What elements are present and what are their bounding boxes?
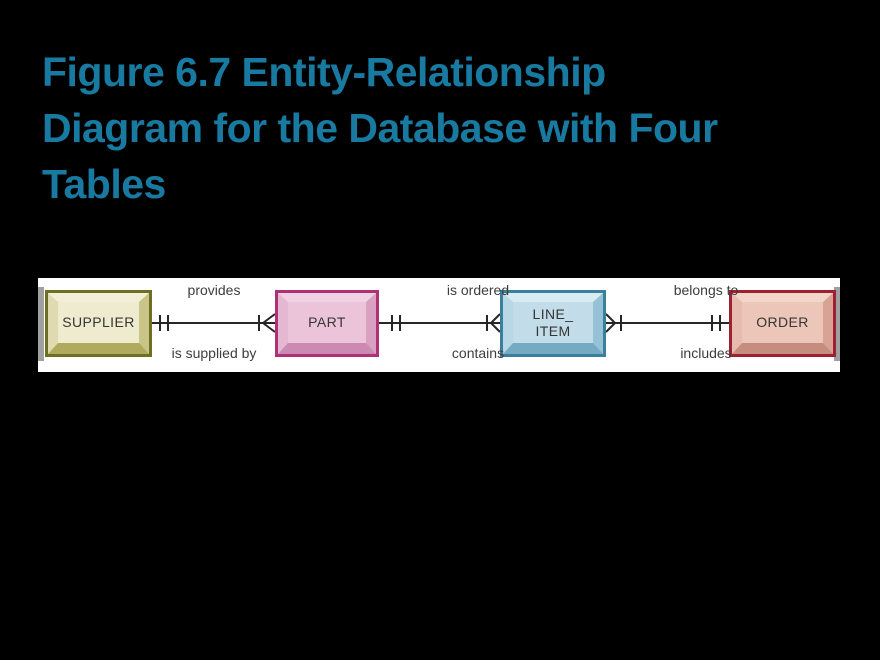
relationship-line-part-lineitem <box>379 313 501 333</box>
entity-supplier: SUPPLIER <box>45 290 152 357</box>
relationship-label-provides: provides <box>187 282 241 298</box>
entity-face: PART <box>288 302 366 343</box>
relationship-label-contains: contains <box>451 345 505 361</box>
entity-bevel: LINE_ ITEM <box>503 293 603 354</box>
entity-order: ORDER <box>729 290 836 357</box>
cardinality-double-tick-icon <box>711 315 721 331</box>
figure-title-line-3: Tables <box>42 161 166 207</box>
entity-face: ORDER <box>742 302 823 343</box>
relationship-label-belongs-to: belongs to <box>673 282 739 298</box>
relationship-label-is-ordered: is ordered <box>446 282 510 298</box>
entity-line-item: LINE_ ITEM <box>500 290 606 357</box>
entity-part: PART <box>275 290 379 357</box>
entity-order-label: ORDER <box>756 314 809 331</box>
relationship-label-includes: includes <box>680 345 732 361</box>
clipped-edge-left <box>38 287 44 361</box>
entity-part-label: PART <box>308 314 346 331</box>
figure-title-line-2: Diagram for the Database with Four <box>42 105 718 151</box>
relationship-connectors <box>152 313 729 333</box>
cardinality-double-tick-icon <box>159 315 169 331</box>
crow-foot-icon <box>490 313 501 333</box>
entity-bevel: ORDER <box>732 293 833 354</box>
relationship-label-is-supplied-by: is supplied by <box>171 345 257 361</box>
entity-face: SUPPLIER <box>58 302 139 343</box>
crow-foot-icon <box>605 313 616 333</box>
clipped-edge-right <box>834 287 840 361</box>
entity-line-item-label: LINE_ ITEM <box>532 306 574 339</box>
figure-title-line-1: Figure 6.7 Entity-Relationship <box>42 49 606 95</box>
crow-foot-icon <box>262 313 276 333</box>
relationship-line-supplier-part <box>152 313 276 333</box>
figure-title: Figure 6.7 Entity-Relationship Diagram f… <box>42 44 832 212</box>
relationship-line-lineitem-order <box>605 313 729 333</box>
entity-face: LINE_ ITEM <box>513 302 593 343</box>
er-diagram: SUPPLIER PART LINE_ ITEM ORDER <box>38 278 840 372</box>
entity-supplier-label: SUPPLIER <box>62 314 135 331</box>
entity-bevel: SUPPLIER <box>48 293 149 354</box>
cardinality-double-tick-icon <box>391 315 401 331</box>
entity-bevel: PART <box>278 293 376 354</box>
